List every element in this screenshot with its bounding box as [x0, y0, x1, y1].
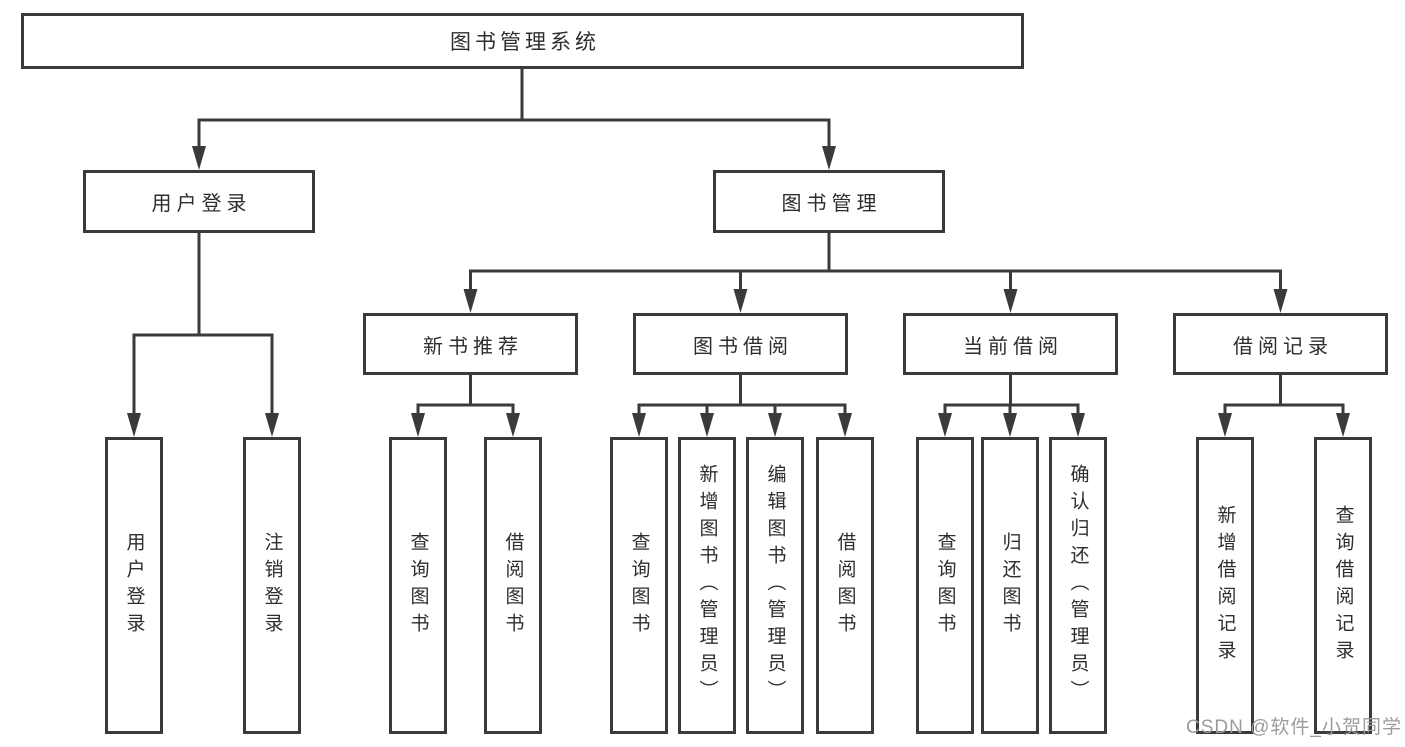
leaf-query-book-borrowing: 查询图书: [610, 437, 668, 734]
node-current-borrowing-label: 当前借阅: [963, 335, 1063, 358]
node-borrowing-records: 借阅记录: [1173, 313, 1388, 375]
leaf-query-book-current: 查询图书: [916, 437, 974, 734]
node-user-login: 用户登录: [83, 170, 315, 233]
leaf-borrow-book-recommend-label: 借阅图书: [502, 531, 524, 640]
node-borrowing-records-label: 借阅记录: [1233, 335, 1333, 358]
leaf-query-book-current-label: 查询图书: [934, 531, 956, 640]
node-new-book-recommendation: 新书推荐: [363, 313, 578, 375]
leaf-edit-book-admin-label: 编辑图书（管理员）: [764, 464, 786, 707]
leaf-query-book-borrowing-label: 查询图书: [628, 531, 650, 640]
leaf-return-book-label: 归还图书: [999, 531, 1021, 640]
leaf-logout-label: 注销登录: [261, 531, 283, 640]
leaf-add-borrow-record-label: 新增借阅记录: [1214, 504, 1236, 667]
leaf-add-book-admin-label: 新增图书（管理员）: [696, 464, 718, 707]
node-new-book-recommendation-label: 新书推荐: [423, 335, 523, 358]
leaf-query-book-recommend-label: 查询图书: [407, 531, 429, 640]
leaf-logout: 注销登录: [243, 437, 301, 734]
leaf-confirm-return-admin-label: 确认归还（管理员）: [1067, 464, 1089, 707]
node-root-label: 图书管理系统: [450, 31, 600, 54]
node-current-borrowing: 当前借阅: [903, 313, 1118, 375]
leaf-edit-book-admin: 编辑图书（管理员）: [746, 437, 804, 734]
node-book-management: 图书管理: [713, 170, 945, 233]
leaf-borrow-book-recommend: 借阅图书: [484, 437, 542, 734]
csdn-watermark: CSDN @软件_小贺同学: [1186, 717, 1402, 738]
node-user-login-label: 用户登录: [151, 193, 252, 215]
leaf-query-book-recommend: 查询图书: [389, 437, 447, 734]
leaf-borrow-book-borrowing-label: 借阅图书: [834, 531, 856, 640]
leaf-user-login-label: 用户登录: [123, 531, 145, 640]
leaf-borrow-book-borrowing: 借阅图书: [816, 437, 874, 734]
node-book-management-label: 图书管理: [781, 193, 882, 215]
node-book-borrowing: 图书借阅: [633, 313, 848, 375]
leaf-return-book: 归还图书: [981, 437, 1039, 734]
leaf-add-book-admin: 新增图书（管理员）: [678, 437, 736, 734]
node-root: 图书管理系统: [21, 13, 1024, 69]
leaf-user-login: 用户登录: [105, 437, 163, 734]
leaf-confirm-return-admin: 确认归还（管理员）: [1049, 437, 1107, 734]
leaf-add-borrow-record: 新增借阅记录: [1196, 437, 1254, 734]
node-book-borrowing-label: 图书借阅: [693, 335, 793, 358]
leaf-query-borrow-record: 查询借阅记录: [1314, 437, 1372, 734]
leaf-query-borrow-record-label: 查询借阅记录: [1332, 504, 1354, 667]
